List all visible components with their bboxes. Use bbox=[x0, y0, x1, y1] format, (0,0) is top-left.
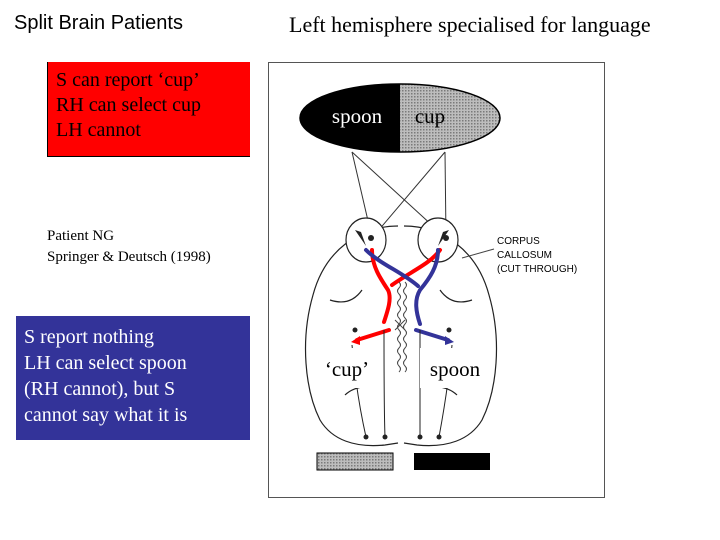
blue-note-line: LH can select spoon bbox=[24, 352, 187, 374]
corpus-callosum-label: CORPUS CALLOSUM (CUT THROUGH) bbox=[497, 235, 577, 277]
citation: Springer & Deutsch (1998) bbox=[47, 249, 211, 265]
cc-label-line: CORPUS bbox=[497, 236, 540, 247]
response-box-right bbox=[414, 453, 490, 470]
blue-pathways bbox=[364, 248, 450, 342]
eyes bbox=[345, 217, 459, 263]
label-right-bg bbox=[420, 348, 490, 388]
red-arrowhead bbox=[351, 336, 360, 345]
visual-field-ellipse bbox=[299, 83, 501, 153]
patient-reference: Patient NG Springer & Deutsch (1998) bbox=[47, 226, 211, 268]
blue-arrowhead bbox=[445, 336, 454, 345]
blue-note-box: S report nothing LH can select spoon (RH… bbox=[16, 316, 250, 440]
visual-field-left-word: spoon bbox=[332, 104, 383, 128]
label-left-bg bbox=[312, 348, 382, 388]
red-note-line: S can report ‘cup’ bbox=[56, 69, 200, 91]
corpus-callosum-cut bbox=[394, 281, 407, 373]
visual-field-right-word: cup bbox=[415, 104, 445, 128]
pathway-endpoints bbox=[352, 327, 452, 440]
brain-outline bbox=[304, 225, 498, 447]
cc-label-line: CALLOSUM bbox=[497, 250, 553, 261]
page-title-left: Split Brain Patients bbox=[14, 12, 183, 34]
red-note-line: LH cannot bbox=[56, 119, 141, 141]
cc-label-line: (CUT THROUGH) bbox=[497, 264, 578, 275]
blue-note-line: (RH cannot), but S bbox=[24, 378, 176, 400]
red-note-line: RH can select cup bbox=[56, 94, 201, 116]
corpus-callosum-pointer bbox=[461, 248, 495, 259]
patient-name: Patient NG bbox=[47, 228, 115, 244]
page-title-right: Left hemisphere specialised for language bbox=[289, 12, 651, 37]
blue-note-line: cannot say what it is bbox=[24, 404, 188, 426]
red-note-box: S can report ‘cup’ RH can select cup LH … bbox=[47, 62, 250, 157]
response-box-left bbox=[316, 452, 394, 471]
hemisphere-label-right: spoon bbox=[430, 357, 481, 381]
blue-note-line: S report nothing bbox=[24, 326, 154, 348]
eye-pupils bbox=[355, 230, 449, 246]
hemisphere-label-left: ‘cup’ bbox=[325, 357, 369, 381]
